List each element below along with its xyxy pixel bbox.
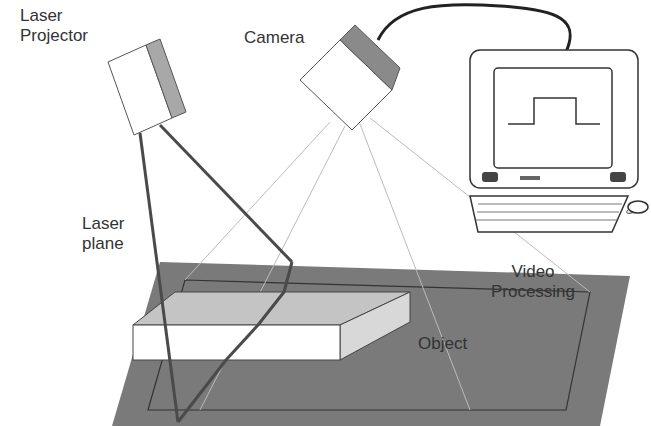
- processing-label: Video Processing: [478, 262, 588, 302]
- ground-plane: [112, 262, 630, 426]
- laser-plane: [140, 125, 292, 422]
- camera: [300, 25, 400, 130]
- computer: [470, 50, 648, 232]
- object-front: [133, 325, 340, 360]
- cable: [378, 5, 570, 52]
- camera-label: Camera: [244, 28, 334, 48]
- projector-label: Laser Projector: [20, 6, 100, 46]
- object-label: Object: [418, 334, 488, 354]
- object-side: [340, 292, 410, 360]
- laser-projector: [108, 39, 186, 135]
- laser-plane-label: Laser plane: [82, 214, 144, 254]
